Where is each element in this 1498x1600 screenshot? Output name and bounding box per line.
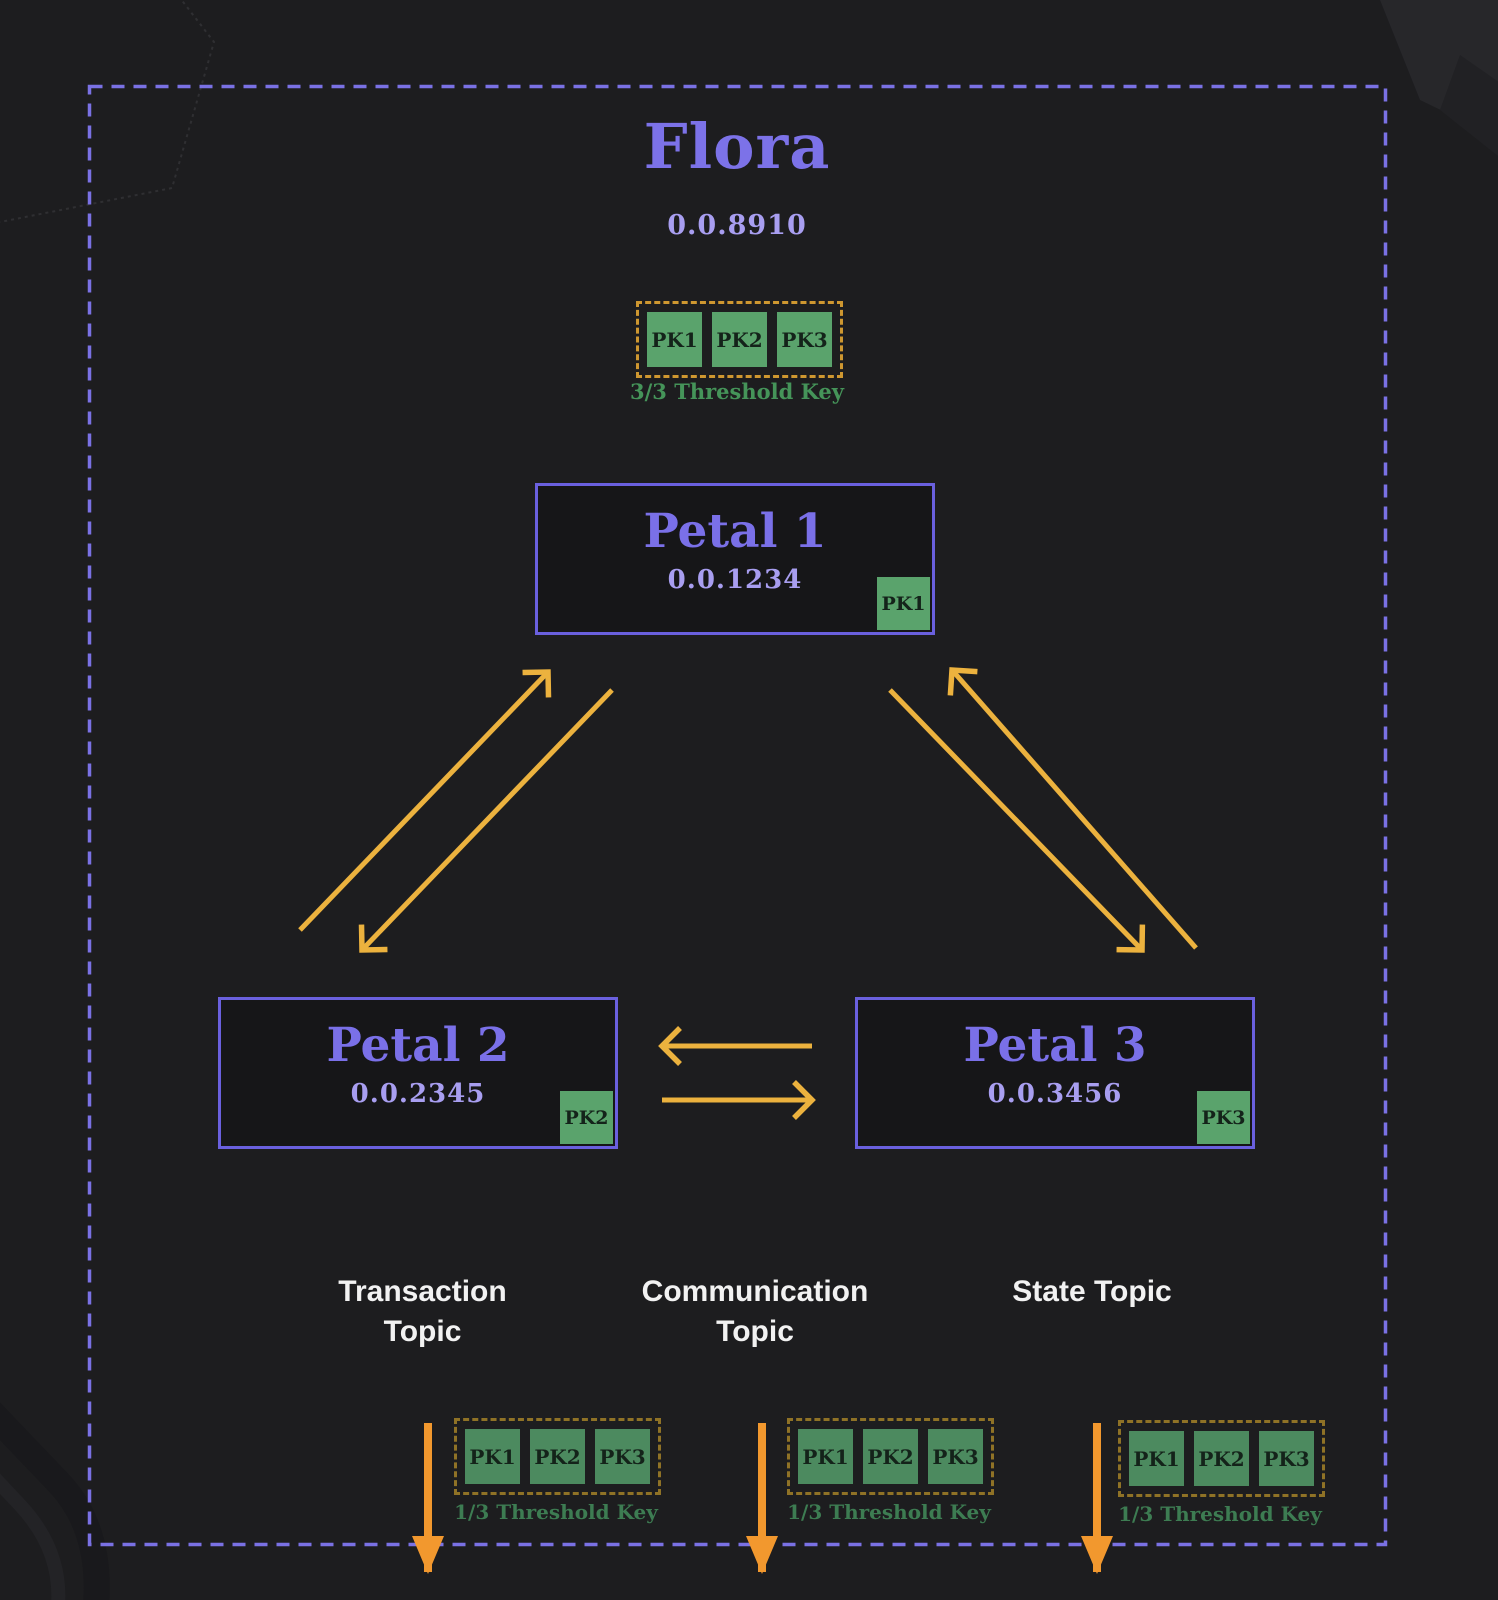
communication-topic-key-group: PK1 PK2 PK3 [787,1418,994,1495]
petal-1-key-box: PK1 [877,577,930,630]
state-threshold-key-caption: 1/3 Threshold Key [1118,1502,1322,1526]
petal-3-account-id: 0.0.3456 [987,1078,1123,1109]
arrow-petal3-to-petal1 [947,667,1198,950]
petal-2-account-id: 0.0.2345 [350,1078,486,1109]
petal-1-name: Petal 1 [643,504,827,559]
public-key-box-pk2: PK2 [863,1429,918,1484]
petal-3-name: Petal 3 [963,1018,1147,1073]
public-key-box-pk3: PK3 [928,1429,983,1484]
flora-threshold-key-group: PK1 PK2 PK3 [636,301,843,378]
petal-1-account-id: 0.0.1234 [667,564,803,595]
public-key-box-pk3: PK3 [777,312,832,367]
public-key-box-pk1: PK1 [798,1429,853,1484]
corner-facet-decoration [1380,0,1498,138]
public-key-box-pk3: PK3 [595,1429,650,1484]
transaction-threshold-key-caption: 1/3 Threshold Key [454,1500,658,1524]
corner-facet-decoration [1440,55,1498,157]
petal-3-key-box: PK3 [1197,1091,1250,1144]
petal-1-box: Petal 1 0.0.1234 PK1 [535,483,935,635]
hexagon-outline-decoration [0,0,216,223]
public-key-box-pk1: PK1 [1129,1431,1184,1486]
public-key-box-pk1: PK1 [465,1429,520,1484]
flora-account-id: 0.0.8910 [667,210,807,241]
arrow-petal2-to-petal1 [298,669,552,932]
flora-threshold-key-caption: 3/3 Threshold Key [630,379,844,404]
curved-band-decoration [0,1402,110,1600]
transaction-topic-key-group: PK1 PK2 PK3 [454,1418,661,1495]
public-key-box-pk2: PK2 [530,1429,585,1484]
petal-2-key-box: PK2 [560,1091,613,1144]
communication-topic-label: Communication Topic [641,1275,869,1348]
public-key-box-pk2: PK2 [1194,1431,1249,1486]
petal-2-box: Petal 2 0.0.2345 PK2 [218,997,618,1149]
curved-band-decoration [0,1473,66,1600]
public-key-box-pk3: PK3 [1259,1431,1314,1486]
public-key-box-pk2: PK2 [712,312,767,367]
flora-title: Flora [643,110,831,183]
arrow-petal1-to-petal3 [888,688,1146,953]
state-topic-label: State Topic [1012,1275,1172,1308]
petal-2-name: Petal 2 [326,1018,510,1073]
communication-threshold-key-caption: 1/3 Threshold Key [787,1500,991,1524]
petal-3-box: Petal 3 0.0.3456 PK3 [855,997,1255,1149]
public-key-box-pk1: PK1 [647,312,702,367]
arrow-petal1-to-petal2 [358,688,614,953]
transaction-topic-label: Transaction Topic [338,1275,507,1348]
state-topic-key-group: PK1 PK2 PK3 [1118,1420,1325,1497]
